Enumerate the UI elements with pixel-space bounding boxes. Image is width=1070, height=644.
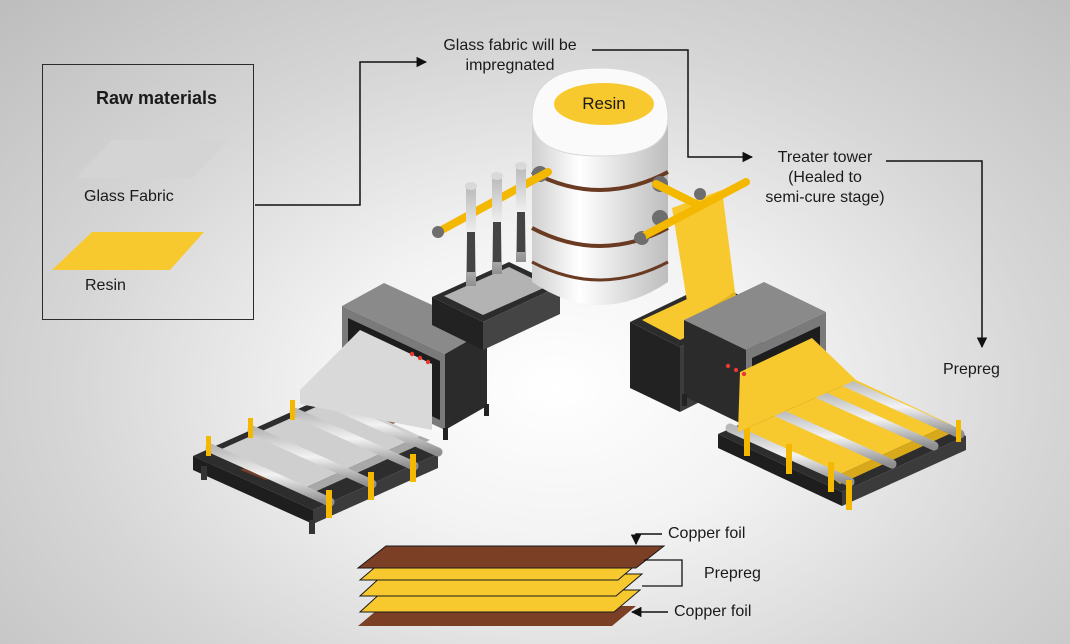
treater-label-line1: Treater tower: [777, 149, 873, 166]
stack-copper-foil-bottom-label: Copper foil: [674, 603, 752, 620]
impregnation-label: Glass fabric will be impregnated: [426, 36, 594, 76]
stack-copper-foil-top-label: Copper foil: [668, 525, 746, 542]
copper-foil-top-pointer: [630, 533, 662, 546]
impregnation-label-line2: impregnated: [465, 57, 555, 74]
treater-label-line3: semi-cure stage): [765, 189, 885, 206]
impregnation-line-left: [193, 283, 489, 534]
glass-fabric-swatch: [76, 140, 228, 178]
treater-line-right: [630, 178, 966, 510]
resin-tank-label: Resin: [582, 94, 626, 113]
resin-material-label: Resin: [85, 277, 126, 294]
right-rollers: [725, 375, 965, 510]
stack-prepreg-label: Prepreg: [704, 565, 761, 582]
prepreg-output-label: Prepreg: [943, 361, 1000, 378]
raw-materials-panel: [42, 64, 254, 320]
raw-materials-title: Raw materials: [96, 88, 218, 108]
arrow-treater-to-prepreg: [886, 160, 988, 349]
treater-label-line2: (Healed to: [788, 169, 862, 186]
resin-swatch: [52, 232, 204, 270]
top-copper-foil-layer: [356, 545, 666, 569]
prepreg-bracket: [642, 559, 683, 587]
laminate-stack: [356, 533, 683, 626]
treater-tower-label: Treater tower (Healed to semi-cure stage…: [760, 148, 890, 208]
resin-tank-assembly: [432, 67, 669, 350]
arrow-impregnation-to-treater: [592, 49, 754, 163]
flow-arrows: [255, 49, 988, 349]
arrow-raw-to-impregnation: [255, 56, 428, 206]
dipping-rods: [465, 162, 527, 286]
glass-fabric-label: Glass Fabric: [84, 188, 174, 205]
impregnation-label-line1: Glass fabric will be: [443, 37, 577, 54]
